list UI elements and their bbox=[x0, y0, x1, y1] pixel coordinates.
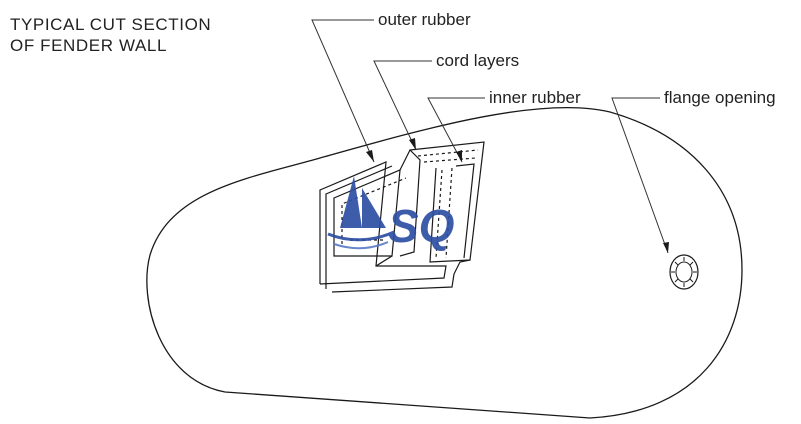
label-inner-rubber: inner rubber bbox=[489, 88, 581, 107]
label-cord-layers: cord layers bbox=[436, 51, 520, 70]
label-flange-opening: flange opening bbox=[664, 88, 776, 107]
flange-opening-symbol bbox=[669, 254, 699, 290]
fender-body-outline bbox=[146, 106, 743, 419]
leader-flange-opening bbox=[611, 97, 669, 254]
title-line-1: TYPICAL CUT SECTION bbox=[10, 15, 212, 34]
leader-outer-rubber bbox=[311, 19, 375, 163]
leader-lines bbox=[311, 19, 669, 254]
watermark-text: SQ bbox=[388, 200, 455, 252]
leader-cord-layers bbox=[373, 60, 432, 151]
sailboat-icon bbox=[340, 176, 362, 228]
leader-inner-rubber bbox=[427, 97, 485, 163]
label-outer-rubber: outer rubber bbox=[378, 10, 471, 29]
inner-rubber-layer bbox=[455, 163, 475, 259]
title-line-2: OF FENDER WALL bbox=[10, 36, 168, 55]
diagram-title: TYPICAL CUT SECTION OF FENDER WALL bbox=[10, 14, 211, 56]
cut-section bbox=[319, 141, 485, 293]
leader-arrowheads bbox=[366, 138, 669, 253]
brand-watermark-logo: SQ bbox=[327, 176, 455, 252]
cord-layer-band bbox=[333, 169, 401, 257]
